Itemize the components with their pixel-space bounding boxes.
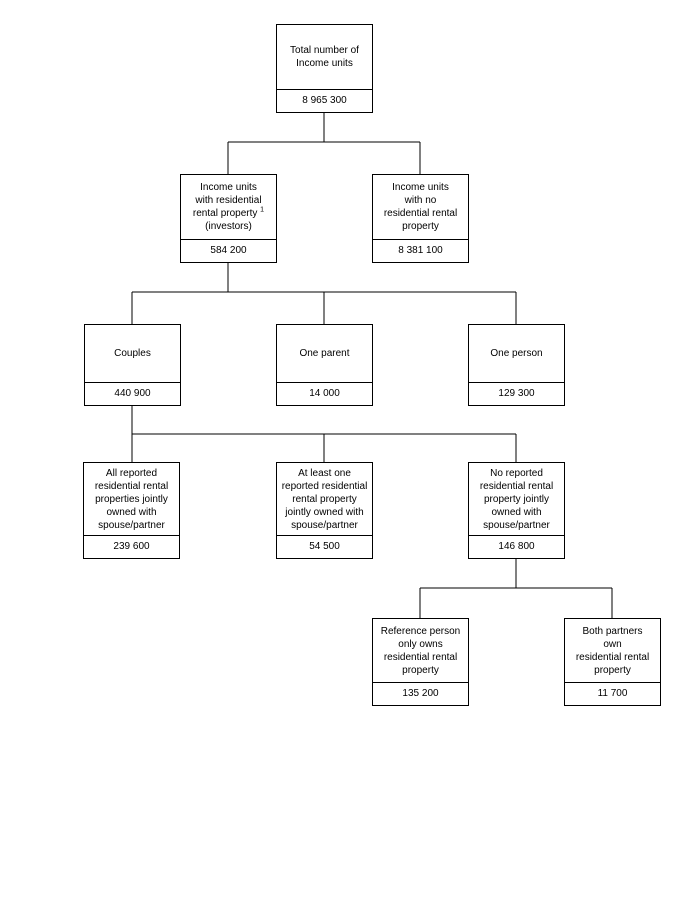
node-value: 440 900 xyxy=(114,388,151,399)
node-all-jointly-owned: All reported residential rental properti… xyxy=(83,462,180,559)
node-label: Reference person only owns residential r… xyxy=(373,619,468,683)
node-value: 146 800 xyxy=(498,541,535,552)
node-label-text: Income units with residential rental pro… xyxy=(192,182,262,219)
node-label: Total number of Income units xyxy=(277,25,372,90)
node-reference-person-only: Reference person only owns residential r… xyxy=(372,618,469,706)
node-value: 8 965 300 xyxy=(302,95,347,106)
node-label: Both partners own residential rental pro… xyxy=(565,619,660,683)
node-label: At least one reported residential rental… xyxy=(277,463,372,536)
node-non-investors: Income units with no residential rental … xyxy=(372,174,469,263)
connector-investors xyxy=(131,262,517,324)
node-both-partners: Both partners own residential rental pro… xyxy=(564,618,661,706)
node-total-income-units: Total number of Income units 8 965 300 xyxy=(276,24,373,113)
node-couples: Couples 440 900 xyxy=(84,324,181,406)
node-label: Income units with residential rental pro… xyxy=(181,175,276,240)
node-label: No reported residential rental property … xyxy=(469,463,564,536)
footnote-marker: 1 xyxy=(260,206,265,214)
node-value: 135 200 xyxy=(402,688,439,699)
node-none-jointly-owned: No reported residential rental property … xyxy=(468,462,565,559)
connector-none-jointly xyxy=(419,558,613,618)
node-investors: Income units with residential rental pro… xyxy=(180,174,277,263)
node-value: 8 381 100 xyxy=(398,245,443,256)
node-label: One person xyxy=(469,325,564,383)
connector-couples xyxy=(131,405,517,462)
node-value: 584 200 xyxy=(210,245,247,256)
node-label: Income units with no residential rental … xyxy=(373,175,468,240)
node-value: 11 700 xyxy=(597,688,628,699)
node-value: 129 300 xyxy=(498,388,535,399)
node-label: Couples xyxy=(85,325,180,383)
connector-root xyxy=(227,112,421,174)
node-value: 14 000 xyxy=(309,388,340,399)
node-one-person: One person 129 300 xyxy=(468,324,565,406)
node-label: All reported residential rental properti… xyxy=(84,463,179,536)
node-label-tail: (investors) xyxy=(205,221,252,232)
node-label: One parent xyxy=(277,325,372,383)
node-at-least-one-jointly-owned: At least one reported residential rental… xyxy=(276,462,373,559)
node-one-parent: One parent 14 000 xyxy=(276,324,373,406)
node-value: 239 600 xyxy=(113,541,150,552)
node-value: 54 500 xyxy=(309,541,340,552)
